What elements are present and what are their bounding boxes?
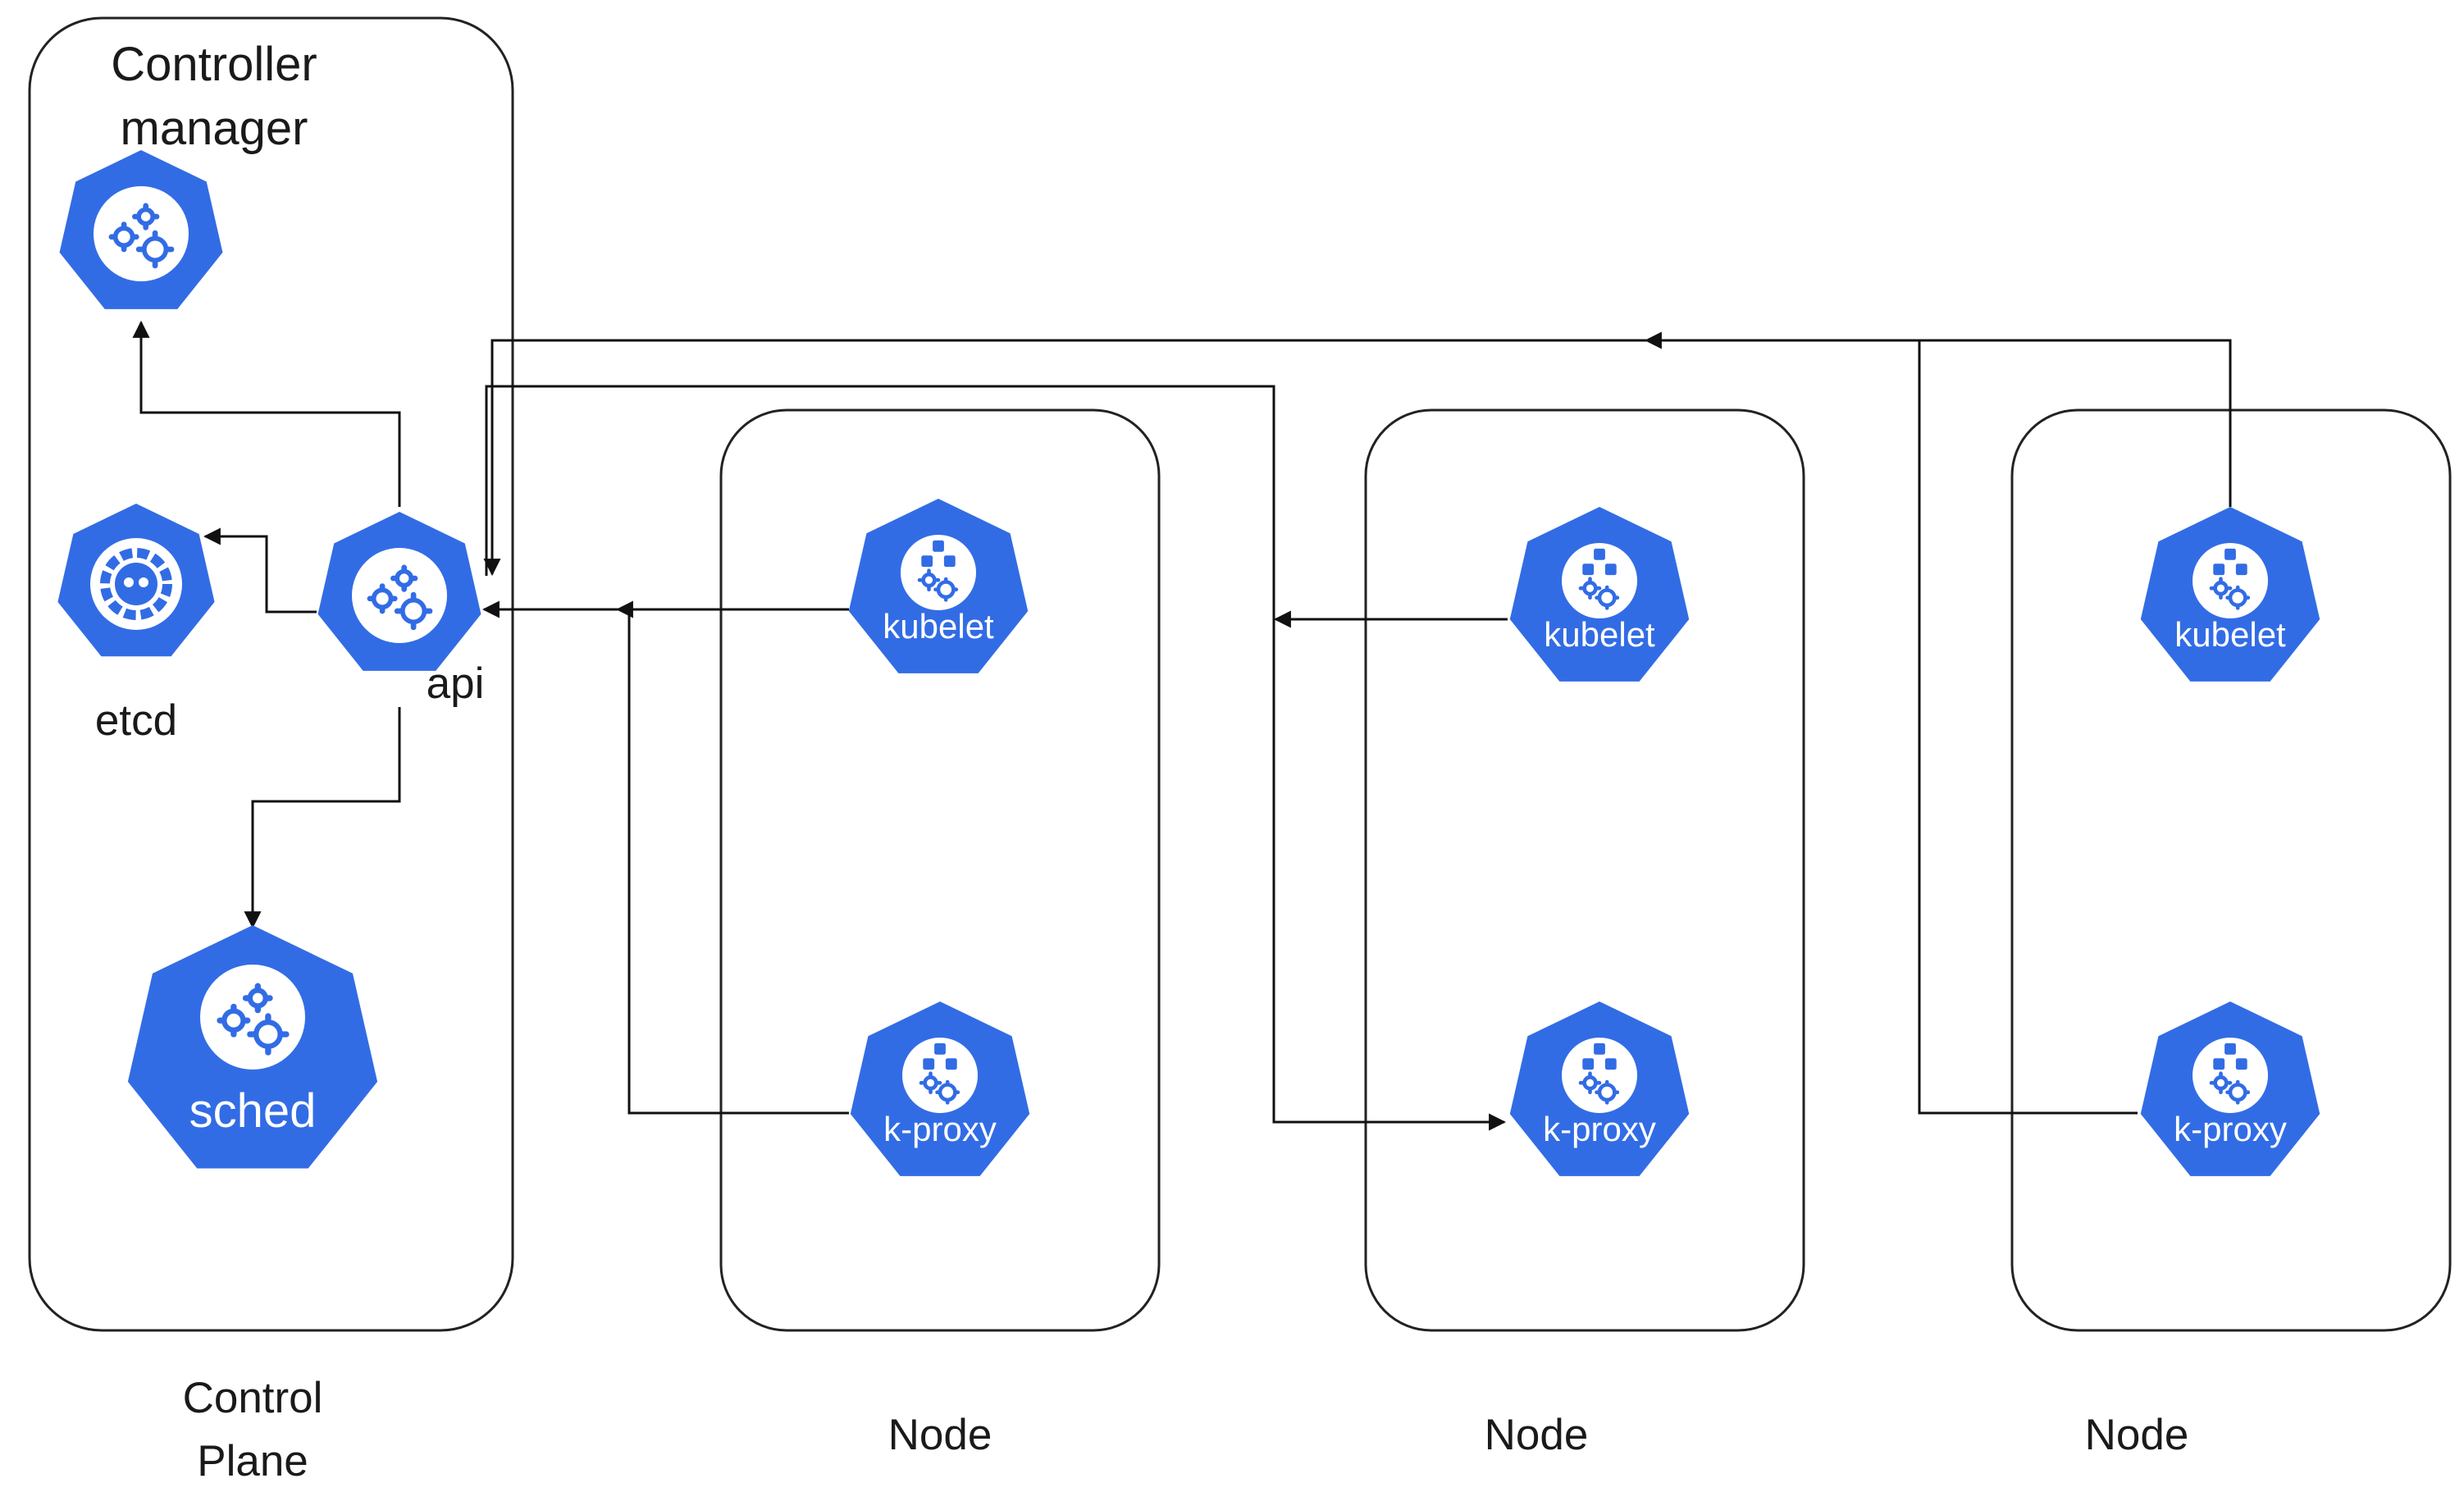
- node-1-kubelet-label: kubelet: [883, 607, 994, 646]
- node-1-kubelet-icon: kubelet: [848, 499, 1029, 673]
- node-1-box: [719, 408, 1161, 1332]
- node-2-kproxy-icon: k-proxy: [1509, 1001, 1690, 1176]
- node-1-kproxy-label: k-proxy: [883, 1110, 997, 1148]
- node-3-kubelet-label: kubelet: [2174, 615, 2286, 654]
- controller-manager-label-line2: manager: [121, 102, 308, 155]
- node-1-kproxy-icon: k-proxy: [850, 1001, 1030, 1176]
- edge-node1-kproxy-api: [615, 600, 849, 1115]
- node-2-kubelet-label: kubelet: [1544, 615, 1655, 654]
- edges: [132, 320, 2232, 1131]
- node-2-kproxy-label: k-proxy: [1543, 1110, 1656, 1148]
- scheduler-icon: sched: [127, 925, 378, 1169]
- edge-api-scheduler: [244, 707, 401, 929]
- api-label: api: [427, 659, 485, 708]
- edge-api-controller-manager: [132, 320, 401, 507]
- edge-api-node2-kproxy: [485, 385, 1507, 1131]
- edge-node3-kproxy: [1918, 340, 2138, 1115]
- node-3-label: Node: [2085, 1411, 2189, 1459]
- control-plane-label-line2: Plane: [197, 1437, 308, 1485]
- node-3-kproxy-icon: k-proxy: [2140, 1001, 2320, 1176]
- node-2-box: [1364, 408, 1805, 1332]
- edge-api-etcd: [203, 527, 317, 614]
- node-1-label: Node: [888, 1411, 992, 1459]
- scheduler-label: sched: [189, 1084, 317, 1138]
- control-plane-label-line1: Control: [183, 1374, 323, 1422]
- etcd-icon: [57, 504, 215, 657]
- edge-node3-kubelet-api: [483, 339, 2232, 577]
- controller-manager-label-line1: Controller: [111, 38, 317, 91]
- node-2-label: Node: [1485, 1411, 1589, 1459]
- controller-manager-icon: [59, 150, 223, 309]
- node-3-kubelet-icon: kubelet: [2140, 507, 2320, 682]
- etcd-label: etcd: [95, 696, 177, 745]
- node-3-kproxy-label: k-proxy: [2174, 1110, 2287, 1148]
- node-2-kubelet-icon: kubelet: [1509, 507, 1690, 682]
- api-icon: [317, 512, 481, 671]
